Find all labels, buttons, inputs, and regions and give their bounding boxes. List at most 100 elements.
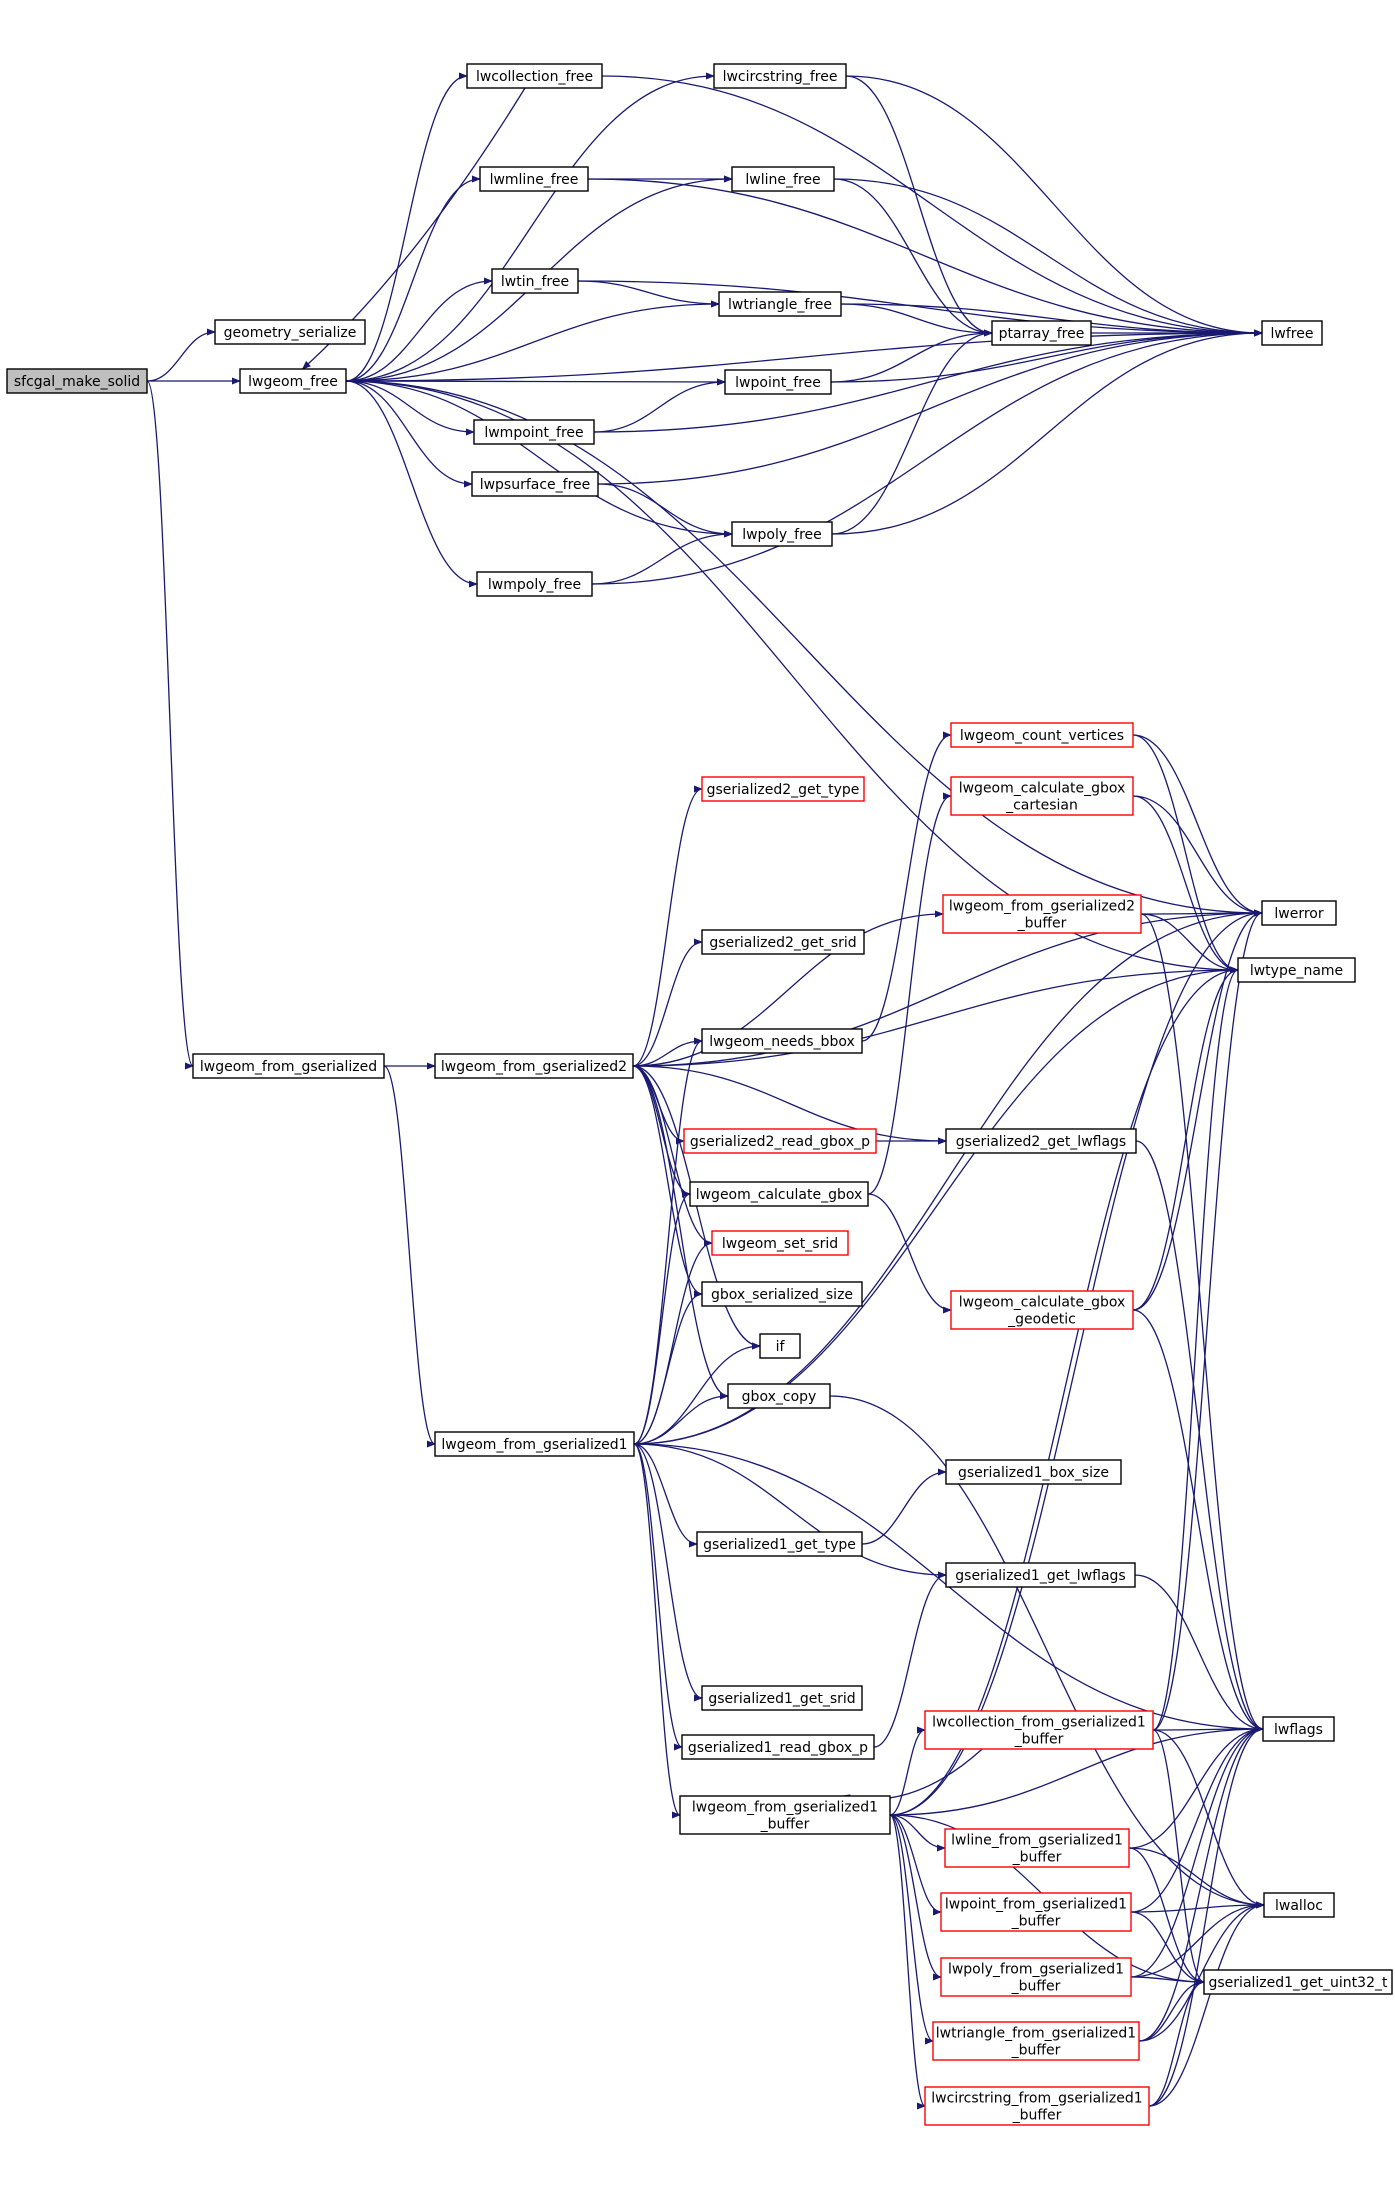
node-gserialized2-get-type[interactable]: gserialized2_get_type: [701, 776, 865, 802]
node-label: lwpsurface_free: [480, 477, 591, 493]
node-box: [945, 1128, 1137, 1154]
node-lwerror[interactable]: lwerror: [1261, 900, 1337, 926]
node-gserialized1-get-srid[interactable]: gserialized1_get_srid: [701, 1685, 863, 1711]
node-lwpoint-from-gserialized1-buffer[interactable]: lwpoint_from_gserialized1_buffer: [940, 1892, 1132, 1932]
edge-path: [1130, 1901, 1265, 1978]
edge-lwcircstring-free-to-ptarray-free: [845, 75, 993, 337]
node-lwgeom-needs-bbox[interactable]: lwgeom_needs_bbox: [701, 1028, 863, 1054]
node-lwpoly-from-gserialized1-buffer[interactable]: lwpoly_from_gserialized1_buffer: [940, 1957, 1132, 1997]
edge-path: [889, 1726, 926, 1816]
edge-lwgeom-calculate-gbox-to-lwflags: [1132, 1309, 1264, 1733]
edge-lwpoint-from-gserialized1-to-lwalloc: [1130, 1901, 1265, 1913]
node-ptarray-free[interactable]: ptarray_free: [991, 320, 1092, 346]
node-lwgeom-count-vertices[interactable]: lwgeom_count_vertices: [950, 722, 1134, 748]
node-lwgeom-from-gserialized1-buffer[interactable]: lwgeom_from_gserialized1_buffer: [679, 1795, 891, 1835]
edge-lwcircstring-from-gserialized1-to-gserialized1-get-uint32-t: [1148, 1978, 1205, 2107]
node-box: [192, 1053, 385, 1079]
node-label: _cartesian: [1005, 798, 1078, 814]
node-gserialized2-get-srid[interactable]: gserialized2_get_srid: [701, 929, 865, 955]
node-label: lwgeom_calculate_gbox: [959, 781, 1126, 797]
node-lwmpoint-free[interactable]: lwmpoint_free: [473, 419, 595, 445]
edge-lwtin-free-to-lwtriangle-free: [577, 280, 720, 308]
edge-lwgeom-from-gserialized2-to-lwflags: [1140, 913, 1264, 1733]
node-box: [940, 1957, 1132, 1997]
edge-lwgeom-from-gserialized1-to-gserialized1-get-type: [633, 1443, 698, 1548]
node-lwpsurface-free[interactable]: lwpsurface_free: [471, 471, 599, 497]
node-gserialized2-read-gbox-p[interactable]: gserialized2_read_gbox_p: [683, 1128, 877, 1154]
node-sfcgal-make-solid[interactable]: sfcgal_make_solid: [6, 368, 148, 394]
node-lwline-free[interactable]: lwline_free: [731, 166, 835, 192]
edge-lwline-free-to-ptarray-free: [833, 178, 993, 337]
node-geometry-serialize[interactable]: geometry_serialize: [214, 319, 366, 345]
node-lwgeom-from-gserialized[interactable]: lwgeom_from_gserialized: [192, 1053, 385, 1079]
node-box: [476, 571, 593, 597]
node-lwline-from-gserialized1-buffer[interactable]: lwline_from_gserialized1_buffer: [944, 1828, 1130, 1868]
edge-path: [633, 1443, 947, 1579]
node-lwgeom-free[interactable]: lwgeom_free: [239, 368, 347, 394]
edge-path: [1148, 1901, 1265, 2107]
node-lwtin-free[interactable]: lwtin_free: [491, 268, 579, 294]
node-label: lwflags: [1274, 1722, 1323, 1738]
edge-path: [840, 303, 1263, 337]
node-lwtriangle-from-gserialized1-buffer[interactable]: lwtriangle_from_gserialized1_buffer: [932, 2021, 1140, 2061]
node-if[interactable]: if: [759, 1333, 801, 1359]
node-label: lwtype_name: [1250, 963, 1343, 979]
node-lwgeom-calculate-gbox-cartesian[interactable]: lwgeom_calculate_gbox_cartesian: [950, 776, 1134, 816]
node-box: [1262, 1716, 1335, 1742]
node-label: lwalloc: [1275, 1898, 1323, 1914]
node-lwgeom-calculate-gbox[interactable]: lwgeom_calculate_gbox: [689, 1181, 869, 1207]
node-gserialized1-read-gbox-p[interactable]: gserialized1_read_gbox_p: [681, 1734, 875, 1760]
edge-lwtriangle-free-to-lwfree: [840, 303, 1263, 337]
edge-lwgeom-from-gserialized2-to-gserialized2-get-type: [632, 785, 703, 1067]
node-lwmpoly-free[interactable]: lwmpoly_free: [476, 571, 593, 597]
node-lwcircstring-from-gserialized1-buffer[interactable]: lwcircstring_from_gserialized1_buffer: [924, 2086, 1150, 2126]
node-box: [759, 1333, 801, 1359]
edge-lwgeom-from-gserialized2-to-gserialized2-get-lwflags: [632, 1065, 947, 1145]
node-lwpoint-free[interactable]: lwpoint_free: [724, 369, 832, 395]
node-lwgeom-from-gserialized2[interactable]: lwgeom_from_gserialized2: [434, 1053, 634, 1079]
node-lwpoly-free[interactable]: lwpoly_free: [731, 521, 833, 547]
edge-lwgeom-from-gserialized1-to-lwerror: [889, 909, 1263, 1816]
edge-path: [831, 329, 993, 535]
node-lwgeom-calculate-gbox-geodetic[interactable]: lwgeom_calculate_gbox_geodetic: [950, 1290, 1134, 1330]
edge-path: [345, 72, 468, 382]
node-lwcollection-from-gserialized1-buffer[interactable]: lwcollection_from_gserialized1_buffer: [924, 1710, 1154, 1750]
edge-lwgeom-from-gserialized1-to-lwerror: [633, 909, 1263, 1445]
node-gbox-copy[interactable]: gbox_copy: [727, 1383, 831, 1409]
edge-path: [632, 1065, 729, 1400]
edge-path: [591, 329, 1263, 585]
node-label: lwcircstring_free: [723, 69, 838, 85]
node-label: sfcgal_make_solid: [14, 374, 140, 390]
node-gserialized1-get-type[interactable]: gserialized1_get_type: [696, 1531, 863, 1557]
edge-path: [1132, 1309, 1264, 1733]
node-lwgeom-from-gserialized2-buffer[interactable]: lwgeom_from_gserialized2_buffer: [942, 894, 1142, 934]
node-lwcircstring-free[interactable]: lwcircstring_free: [713, 63, 847, 89]
edge-path: [345, 380, 473, 488]
edge-lwpsurface-free-to-lwpoly-free: [597, 483, 733, 538]
node-lwflags[interactable]: lwflags: [1262, 1716, 1335, 1742]
node-gbox-serialized-size[interactable]: gbox_serialized_size: [701, 1281, 863, 1307]
node-label: lwgeom_needs_bbox: [709, 1034, 855, 1050]
node-lwalloc[interactable]: lwalloc: [1263, 1892, 1335, 1918]
node-lwgeom-from-gserialized1[interactable]: lwgeom_from_gserialized1: [434, 1431, 635, 1457]
edge-path: [1128, 1847, 1265, 1909]
node-lwfree[interactable]: lwfree: [1261, 320, 1323, 346]
node-label: lwmline_free: [490, 172, 579, 188]
node-gserialized1-box-size[interactable]: gserialized1_box_size: [945, 1459, 1122, 1485]
node-lwcollection-free[interactable]: lwcollection_free: [466, 63, 603, 89]
node-label: lwtin_free: [501, 274, 569, 290]
node-lwtriangle-free[interactable]: lwtriangle_free: [718, 291, 842, 317]
edge-lwgeom-free-to-lwpoly-free: [345, 380, 733, 538]
node-lwmline-free[interactable]: lwmline_free: [479, 166, 589, 192]
edge-lwgeom-free-to-lwpsurface-free: [345, 380, 473, 488]
node-label: lwpoint_from_gserialized1: [945, 1897, 1127, 1913]
node-gserialized1-get-lwflags[interactable]: gserialized1_get_lwflags: [945, 1562, 1136, 1588]
edge-path: [1152, 1725, 1264, 1733]
edge-path: [829, 1395, 1265, 1909]
node-lwgeom-set-srid[interactable]: lwgeom_set_srid: [711, 1230, 849, 1256]
node-lwtype-name[interactable]: lwtype_name: [1237, 957, 1356, 983]
edge-path: [146, 380, 194, 1070]
node-gserialized2-get-lwflags[interactable]: gserialized2_get_lwflags: [945, 1128, 1137, 1154]
node-box: [924, 1710, 1154, 1750]
node-gserialized1-get-uint32-t[interactable]: gserialized1_get_uint32_t: [1203, 1969, 1393, 1995]
